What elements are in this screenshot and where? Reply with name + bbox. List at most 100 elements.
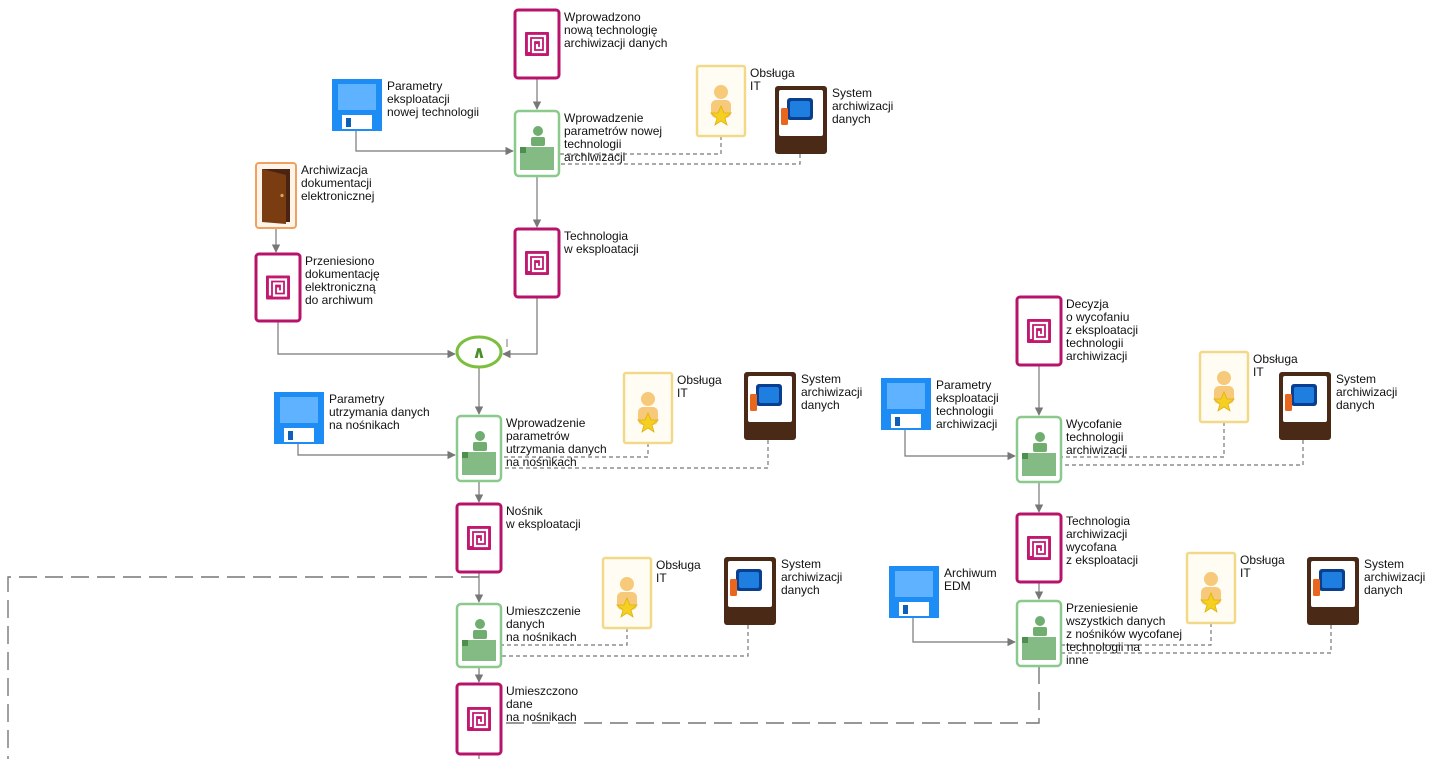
node-label-line: technologii — [1066, 430, 1123, 444]
computer-icon — [744, 372, 796, 440]
spiral-icon — [266, 275, 290, 300]
node-label-line: technologii — [564, 137, 621, 151]
node-label-line: dokumentację — [305, 267, 380, 281]
connector-sys3-fn3 — [502, 625, 749, 657]
node-label-line: Przeniesienie — [1066, 601, 1138, 615]
node-label-line: archiwizacji — [936, 417, 997, 431]
node-label-line: technologii na — [1066, 640, 1140, 654]
computer-icon — [1307, 557, 1359, 625]
node-label-line: IT — [750, 79, 761, 93]
node-label-line: archiwizacji — [564, 150, 625, 164]
person-at-desk-icon — [1022, 616, 1056, 660]
node-label-line: archiwizacji — [1066, 349, 1127, 363]
node-label-line: Parametry — [387, 79, 442, 93]
node-label-line: archiwizacji — [1364, 570, 1425, 584]
node-label-line: technologii — [936, 404, 993, 418]
computer-icon — [775, 86, 827, 154]
floppy-disk-icon — [881, 378, 931, 430]
connector-doc3-fn4 — [904, 430, 1016, 461]
node-label-line: eksploatacji — [387, 92, 450, 106]
node-label-line: Nośnik — [506, 504, 544, 518]
node-label-line: Decyzja — [1066, 297, 1109, 311]
person-at-desk-icon — [462, 619, 496, 661]
node-label-line: nową technologię — [564, 23, 658, 37]
connector-role1-fn1 — [560, 136, 722, 155]
node-label-line: danych — [1336, 398, 1375, 412]
node-label-line: inne — [1066, 653, 1089, 667]
node-label-line: danych — [781, 583, 820, 597]
connector-fn5-ev5 — [502, 666, 1040, 724]
person-star-icon — [622, 371, 674, 445]
person-at-desk-icon — [1022, 432, 1056, 476]
node-label-line: nowej technologii — [387, 105, 479, 119]
node-label-line: archiwizacji — [1336, 385, 1397, 399]
node-label-line: wycofana — [1065, 540, 1117, 554]
node-label-line: System — [801, 372, 841, 386]
node-label-line: na nośnikach — [506, 630, 577, 644]
connector-ev2-op1 — [502, 297, 538, 359]
connector-sys4-fn4 — [1062, 440, 1304, 466]
node-label-line: w eksploatacji — [563, 242, 639, 256]
node-label-line: Parametry — [329, 392, 384, 406]
node-label-line: parametrów nowej — [564, 124, 662, 138]
node-label-line: elektronicznej — [301, 189, 374, 203]
spiral-icon — [1027, 319, 1051, 343]
computer-icon — [1279, 372, 1331, 440]
spiral-icon — [525, 32, 549, 56]
connector-sys1-fn1 — [560, 154, 801, 165]
person-star-icon — [1185, 551, 1237, 625]
node-label-line: Technologia — [564, 229, 628, 243]
node-label-line: w eksploatacji — [505, 517, 581, 531]
node-label-line: Wprowadzenie — [506, 416, 586, 430]
connector-sys2-fn2 — [502, 440, 769, 469]
node-label-line: Obsługa — [656, 558, 701, 572]
operator-symbol: ∧ — [472, 343, 486, 363]
node-label-line: Wprowadzono — [564, 10, 641, 24]
node-label-line: utrzymania danych — [329, 405, 430, 419]
node-label-line: archiwizacji — [1066, 527, 1127, 541]
connector-sys5-fn5 — [1062, 625, 1332, 654]
node-label-line: Wprowadzenie — [564, 111, 644, 125]
node-label-line: IT — [1253, 365, 1264, 379]
node-label-line: IT — [1240, 566, 1251, 580]
connector-role4-fn4 — [1062, 422, 1225, 458]
node-label-line: Obsługa — [1253, 352, 1298, 366]
operator-node-op1[interactable]: ∧ — [455, 335, 508, 369]
node-label-line: eksploatacji — [936, 391, 999, 405]
